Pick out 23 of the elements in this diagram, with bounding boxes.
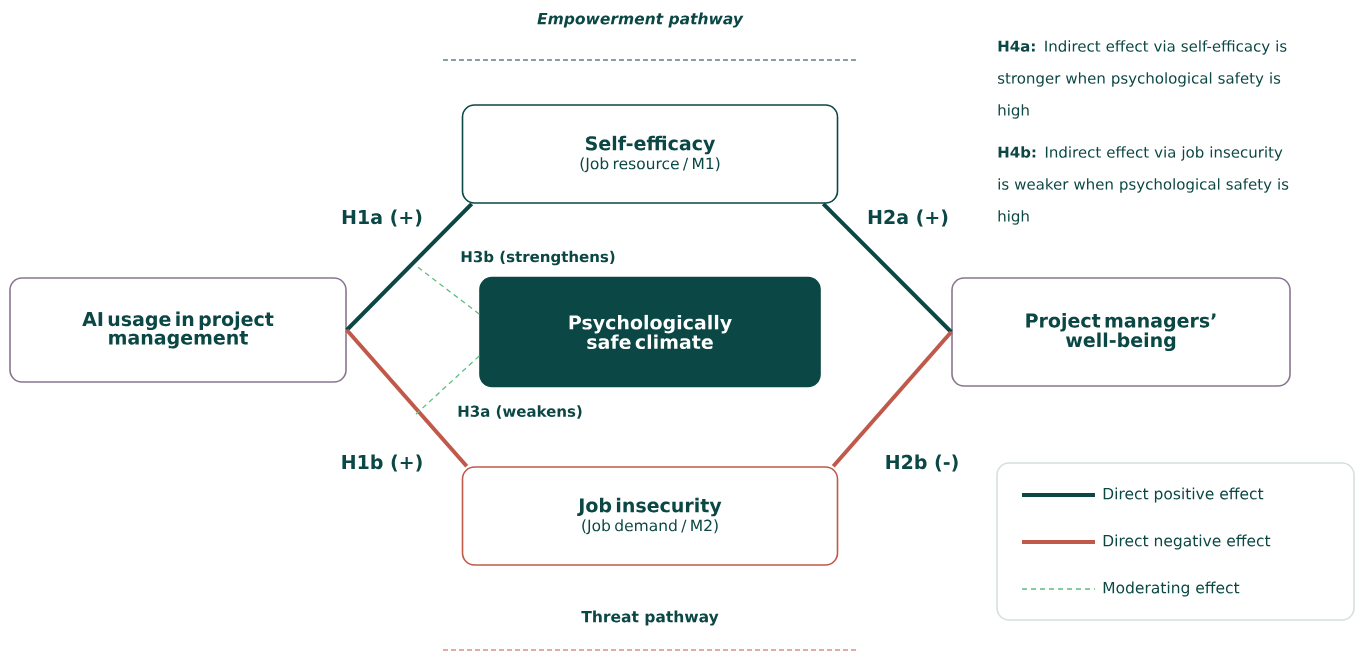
edge-label: H2b (-) xyxy=(886,454,958,472)
legend-label: Direct negative effect xyxy=(1103,534,1271,550)
hypothesis-note: H4b: Indirect effect via job insecurity is weaker when psychological safety is high xyxy=(998,146,1289,225)
moderation-line xyxy=(414,355,480,416)
path-line xyxy=(345,202,474,332)
legend-label: Moderating effect xyxy=(1103,581,1240,597)
pathway-heading: Empowerment pathway xyxy=(537,12,744,28)
edge-label: H1a (+) xyxy=(342,209,422,227)
legend-label: Direct positive effect xyxy=(1103,487,1264,503)
path-line xyxy=(821,202,953,334)
edge-label: H1b (+) xyxy=(342,454,422,472)
pathway-heading: Threat pathway xyxy=(581,610,719,626)
moderator-box: Psychologically safe climate xyxy=(479,276,821,388)
edge-label: H2a (+) xyxy=(868,209,948,227)
outcome-box: Project managers’ well-being xyxy=(951,277,1291,387)
mediator-box: Self-efficacy (Job resource / M1) xyxy=(461,104,839,204)
path-line xyxy=(345,328,469,468)
hypothesis-note: H4a: Indirect effect via self-efficacy is stronger when psychological safety is high xyxy=(998,40,1287,119)
process-box: AI usage in project management xyxy=(9,277,347,383)
mediator-box: Job insecurity (Job demand / M2) xyxy=(461,466,839,566)
path-line xyxy=(831,330,953,468)
edge-label: H3b (strengthens) xyxy=(461,250,615,266)
edge-label: H3a (weakens) xyxy=(458,405,582,419)
